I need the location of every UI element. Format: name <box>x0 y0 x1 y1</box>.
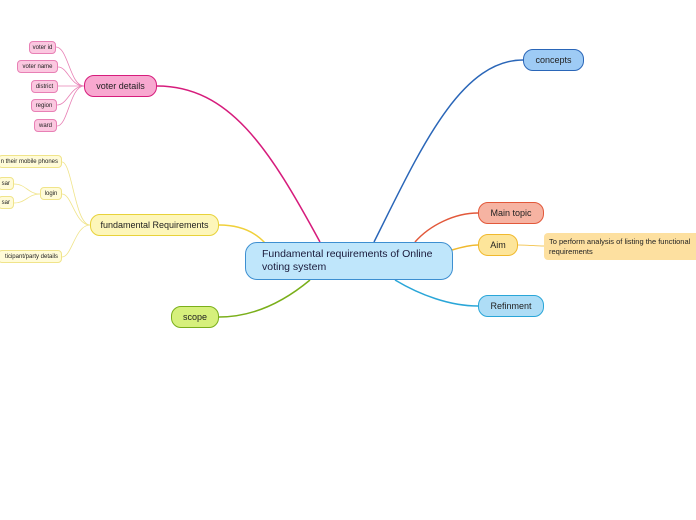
concepts-node[interactable]: concepts <box>523 49 584 71</box>
link-fundamental-participant <box>61 224 91 258</box>
login-node[interactable]: login <box>40 187 62 200</box>
mobile-phones-node[interactable]: n their mobile phones <box>0 155 62 168</box>
sar-node-1[interactable]: sar <box>0 177 14 190</box>
participant-party-details-node[interactable]: ticipant/party details <box>0 250 62 263</box>
sar-node-2[interactable]: sar <box>0 196 14 209</box>
district-node[interactable]: district <box>31 80 58 93</box>
aim-node[interactable]: Aim <box>478 234 518 256</box>
region-node[interactable]: region <box>31 99 57 112</box>
link-voter-details-voter-id <box>55 46 85 87</box>
link-central-scope <box>218 279 311 318</box>
link-voter-details-voter-name <box>57 66 85 87</box>
link-central-concepts <box>373 59 524 243</box>
scope-node[interactable]: scope <box>171 306 219 328</box>
link-fundamental-login <box>61 193 91 226</box>
voter-id-node[interactable]: voter id <box>29 41 56 54</box>
main-topic-node[interactable]: Main topic <box>478 202 544 224</box>
ward-node[interactable]: ward <box>34 119 57 132</box>
central-topic[interactable]: Fundamental requirements of Online votin… <box>245 242 453 280</box>
refinement-node[interactable]: Refinment <box>478 295 544 317</box>
link-central-refinement <box>394 279 479 307</box>
link-fundamental-mobile <box>61 161 91 226</box>
link-aim-detail <box>517 244 545 247</box>
link-login-sar-1 <box>13 183 41 195</box>
link-central-fundamental <box>218 224 266 244</box>
link-voter-details-ward <box>56 85 85 127</box>
link-central-main-topic <box>414 212 479 243</box>
voter-name-node[interactable]: voter name <box>17 60 58 73</box>
voter-details-node[interactable]: voter details <box>84 75 157 97</box>
link-login-sar-2 <box>13 193 41 204</box>
aim-detail-node[interactable]: To perform analysis of listing the funct… <box>544 233 696 260</box>
link-central-voter-details <box>156 85 321 243</box>
link-central-aim <box>451 244 479 251</box>
fundamental-requirements-node[interactable]: fundamental Requirements <box>90 214 219 236</box>
